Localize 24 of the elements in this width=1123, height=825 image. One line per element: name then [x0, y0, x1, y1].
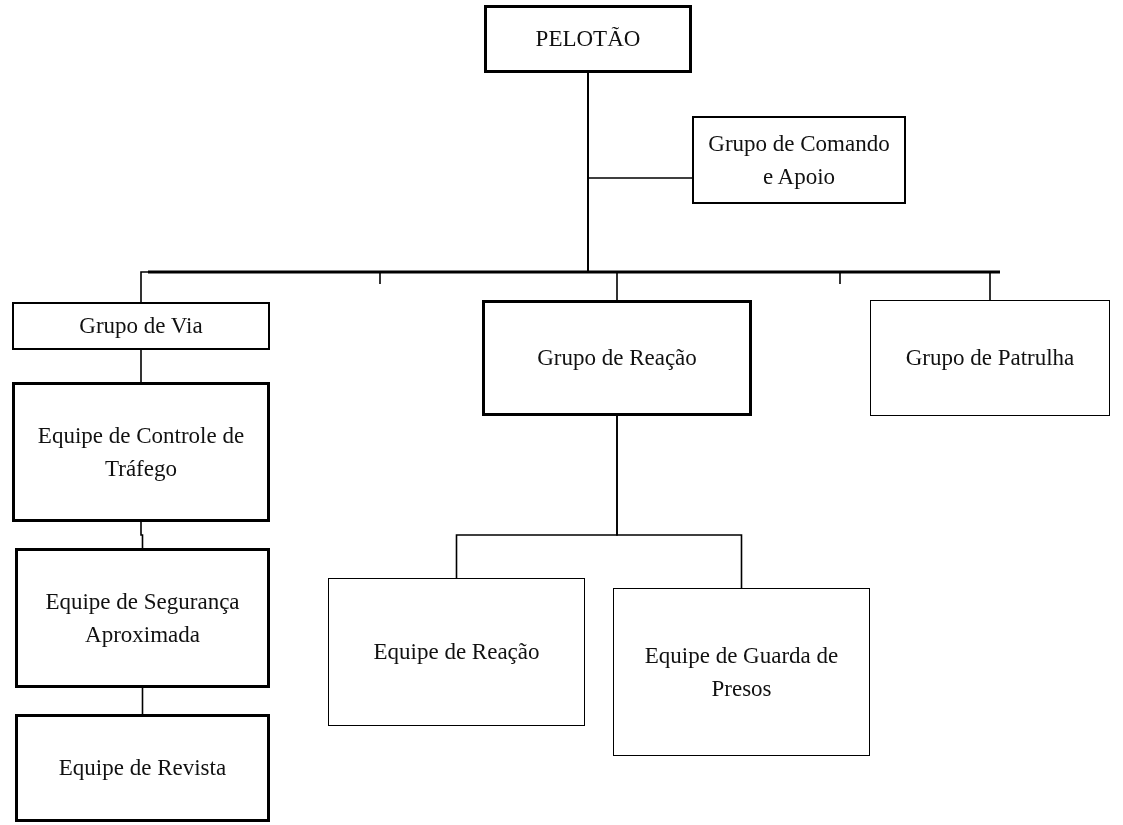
org-box	[12, 302, 270, 350]
org-box	[15, 714, 270, 822]
box-label: Equipe de Segurança Aproximada	[44, 587, 241, 649]
box-label: PELOTÃO	[535, 25, 641, 54]
box-label: Grupo de Via	[79, 312, 203, 341]
org-box	[484, 5, 692, 73]
org-box	[15, 548, 270, 688]
org-box	[12, 382, 270, 522]
org-box	[692, 116, 906, 204]
connector-line	[141, 687, 144, 715]
box-label: Equipe de Guarda de Presos	[643, 641, 840, 703]
org-box	[613, 588, 870, 756]
connector-line	[140, 521, 144, 549]
connector-line	[140, 349, 142, 383]
org-box	[870, 300, 1110, 416]
box-label: Grupo de Reação	[537, 344, 697, 373]
box-label: Equipe de Revista	[58, 754, 227, 783]
org-box	[482, 300, 752, 416]
box-label: Grupo de Comando e Apoio	[707, 129, 891, 191]
box-label: Grupo de Patrulha	[905, 344, 1075, 373]
box-label: Equipe de Reação	[373, 638, 540, 667]
connector-line	[616, 415, 743, 589]
box-label: Equipe de Controle de Tráfego	[36, 421, 246, 483]
org-box	[328, 578, 585, 726]
